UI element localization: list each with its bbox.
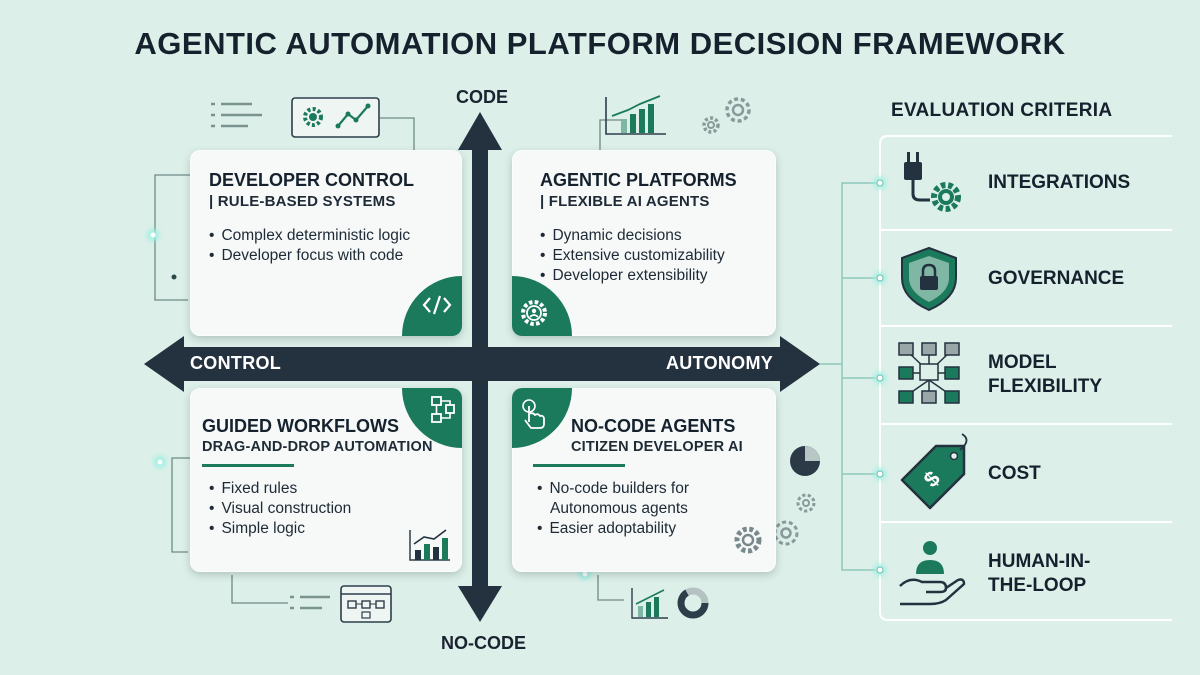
donut-chart-icon — [677, 587, 709, 619]
list-item: Autonomous agents — [550, 500, 688, 517]
bar-chart-icon — [605, 95, 666, 135]
gears-icon-right — [773, 493, 816, 546]
quadrant-developer-control[interactable]: DEVELOPER CONTROL | RULE-BASED SYSTEMS C… — [190, 150, 462, 336]
growth-chart-icon — [409, 529, 450, 561]
axes — [144, 112, 820, 622]
page-title: AGENTIC AUTOMATION PLATFORM DECISION FRA… — [134, 26, 1066, 61]
criterion-label: INTEGRATIONS — [988, 171, 1130, 195]
quadrant-guided-workflows[interactable]: GUIDED WORKFLOWS DRAG-AND-DROP AUTOMATIO… — [190, 388, 462, 572]
quadrant-subtitle: | FLEXIBLE AI AGENTS — [540, 193, 710, 210]
list-item: Dynamic decisions — [540, 226, 776, 246]
criteria-glow-dots — [874, 177, 886, 576]
gear-icon — [734, 526, 762, 554]
gear-person-icon — [521, 300, 547, 326]
criterion-label-line: FLEXIBILITY — [988, 376, 1102, 397]
list-item: Easier adoptability — [537, 519, 776, 539]
list-item: Visual construction — [209, 499, 462, 519]
gears-icon — [702, 97, 751, 134]
quadrant-subtitle: CITIZEN DEVELOPER AI — [571, 439, 743, 455]
agent-corner — [512, 276, 572, 336]
list-item: Fixed rules — [209, 479, 462, 499]
gear-trend-icon — [291, 97, 380, 138]
document-lines-icon-bottom — [290, 595, 330, 610]
divider — [202, 464, 294, 467]
quadrant-bullets: Fixed rules Visual construction Simple l… — [202, 479, 462, 539]
criterion-label-line: GOVERNANCE — [988, 268, 1125, 289]
quadrant-title: GUIDED WORKFLOWS — [202, 416, 399, 436]
hand-tap-icon — [522, 399, 545, 429]
network-icon — [898, 342, 960, 404]
shield-lock-icon — [901, 246, 957, 312]
criterion-label-line: INTEGRATIONS — [988, 172, 1131, 193]
quadrant-title: NO-CODE AGENTS — [571, 416, 736, 436]
list-item: Simple logic — [209, 519, 462, 539]
divider — [533, 464, 625, 467]
criteria-connectors — [820, 182, 880, 571]
touch-corner — [512, 388, 572, 448]
quadrant-bullets: Complex deterministic logic Developer fo… — [209, 226, 462, 266]
document-lines-icon — [211, 102, 262, 128]
plug-gear-icon — [904, 152, 961, 212]
quadrant-bullets: Dynamic decisions Extensive customizabil… — [540, 226, 776, 286]
quadrant-no-code-agents[interactable]: NO-CODE AGENTS CITIZEN DEVELOPER AI No-c… — [512, 388, 776, 572]
list-item: Complex deterministic logic — [209, 226, 462, 246]
workflow-corner — [402, 388, 462, 448]
connector-lines — [154, 117, 624, 604]
bar-chart-icon-bottom — [631, 588, 668, 619]
list-item: No-code builders for — [537, 479, 776, 499]
quadrant-title: DEVELOPER CONTROL — [209, 170, 415, 190]
axis-label-no-code: NO-CODE — [441, 633, 526, 653]
axis-label-code: CODE — [456, 87, 509, 107]
criterion-label-line: COST — [988, 463, 1041, 484]
code-corner — [402, 276, 462, 336]
list-item: Extensive customizability — [540, 246, 776, 266]
list-item: Developer extensibility — [540, 266, 776, 286]
axis-label-autonomy: AUTONOMY — [666, 353, 774, 373]
quadrant-subtitle: | RULE-BASED SYSTEMS — [209, 193, 396, 210]
price-tag-icon: $ — [900, 433, 968, 510]
quadrant-title: AGENTIC PLATFORMS — [540, 170, 737, 190]
hand-person-icon — [899, 541, 966, 606]
list-item: Developer focus with code — [209, 246, 462, 266]
criterion-label: GOVERNANCE — [988, 267, 1124, 291]
flowchart-icon — [431, 396, 455, 423]
criteria-title: EVALUATION CRITERIA — [891, 100, 1113, 121]
criterion-label: MODEL FLEXIBILITY — [988, 351, 1102, 399]
criterion-label-line: THE-LOOP — [988, 575, 1087, 596]
criterion-label: COST — [988, 462, 1041, 486]
quadrant-subtitle: DRAG-AND-DROP AUTOMATION — [202, 439, 433, 455]
workflow-window-icon — [340, 585, 392, 623]
quadrant-bullets: No-code builders for Autonomous agents E… — [533, 479, 776, 539]
code-brackets-icon — [422, 295, 452, 315]
pie-chart-icon — [790, 446, 820, 476]
axis-label-control: CONTROL — [190, 353, 282, 373]
criterion-label-line: MODEL — [988, 352, 1057, 373]
criterion-label: HUMAN-IN- THE-LOOP — [988, 550, 1090, 598]
quadrant-agentic-platforms[interactable]: AGENTIC PLATFORMS | FLEXIBLE AI AGENTS D… — [512, 150, 776, 336]
criterion-label-line: HUMAN-IN- — [988, 551, 1091, 572]
